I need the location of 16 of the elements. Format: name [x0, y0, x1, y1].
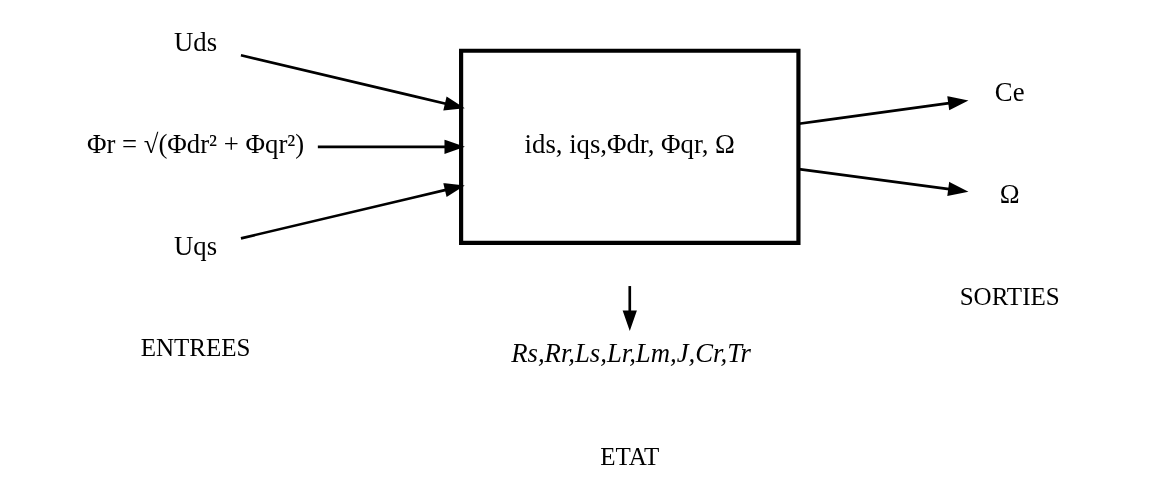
arrow [240, 183, 465, 240]
node-box: ids, iqs,Φdr, Φqr, Ω [458, 48, 801, 245]
node-text: Rs,Rr,Ls,Lr,Lm,J,Cr,Tr [510, 337, 751, 368]
node-text: Φr = √(Φdr² + Φqr²) [86, 129, 304, 160]
label: ETAT [599, 442, 659, 470]
arrow [798, 167, 968, 197]
node-text: Uqs [173, 231, 217, 262]
arrow [622, 286, 637, 331]
arrow [798, 96, 968, 126]
label: ENTREES [140, 334, 251, 362]
node-text: Ce [994, 77, 1025, 108]
arrow [317, 139, 465, 154]
arrow [240, 53, 465, 111]
node-text: Ω [999, 179, 1020, 210]
node-text: Uds [173, 27, 217, 58]
label: SORTIES [959, 282, 1060, 310]
